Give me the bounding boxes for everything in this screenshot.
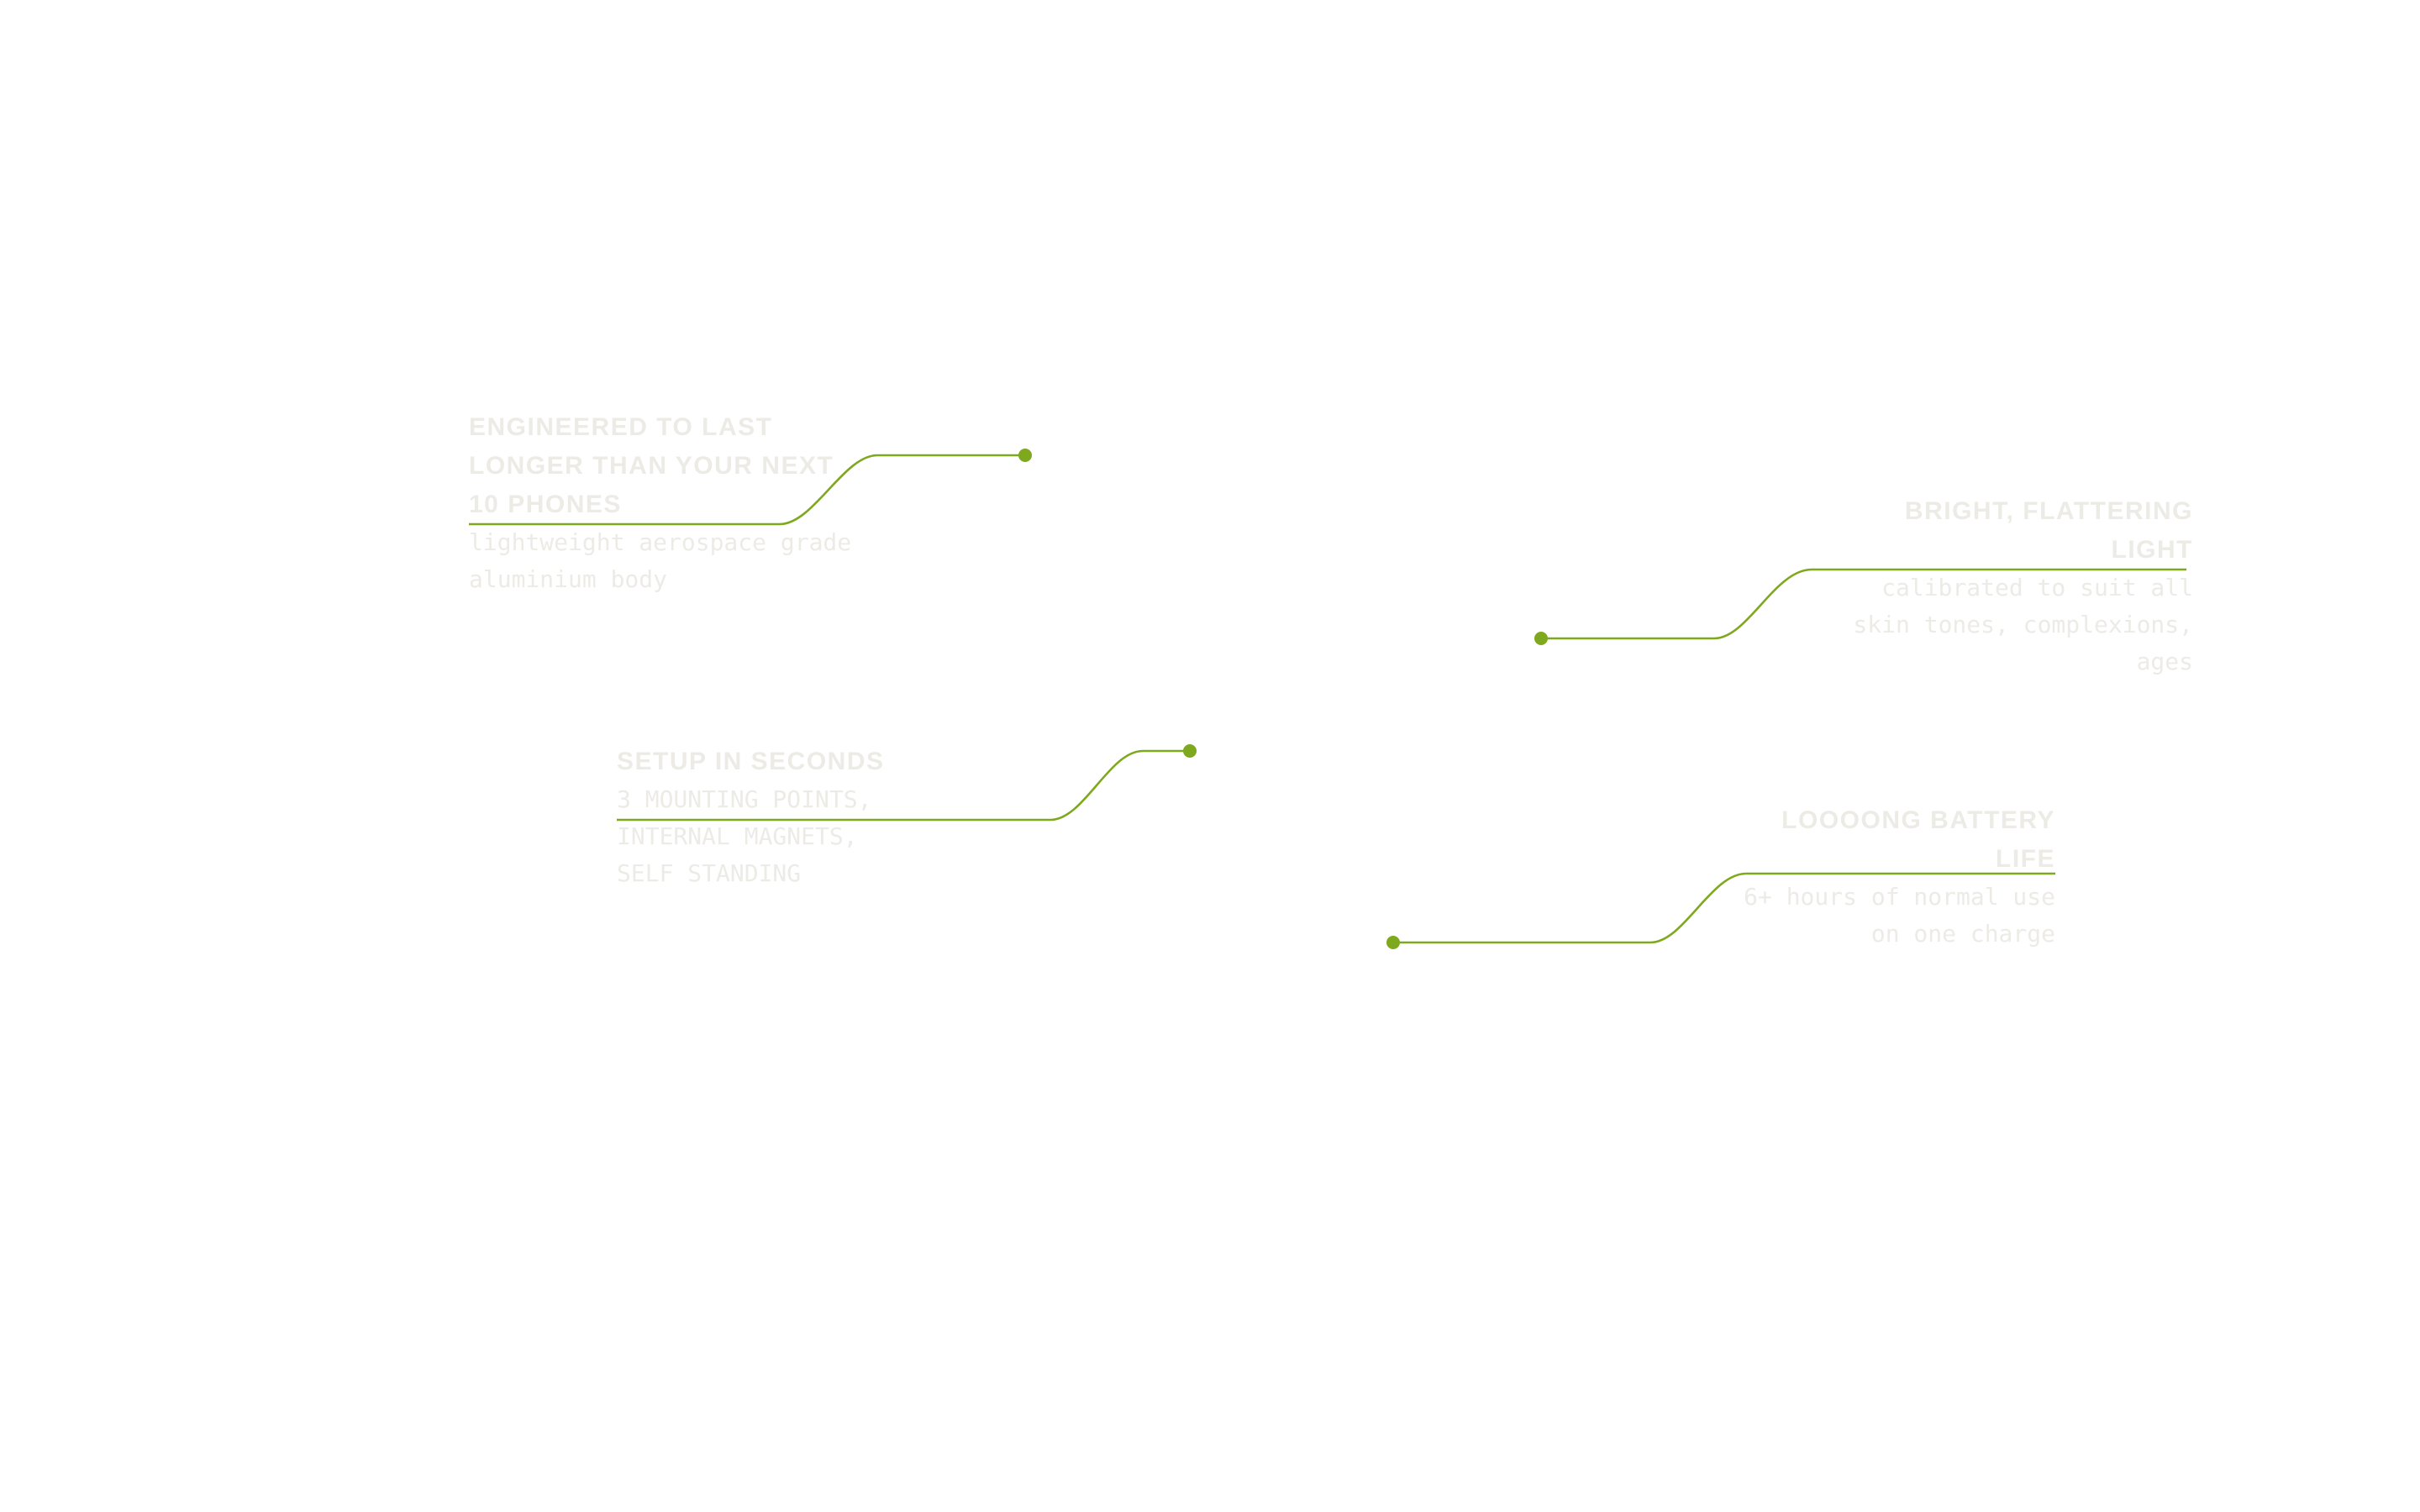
anchor-dot-durability (1018, 449, 1032, 462)
feature-callout-battery: LOOOONG BATTERY LIFE 6+ hours of normal … (1714, 801, 2055, 953)
feature-callout-durability: ENGINEERED TO LAST LONGER THAN YOUR NEXT… (469, 408, 864, 598)
feature-title-setup: SETUP IN SECONDS (617, 748, 885, 775)
feature-title-durability: ENGINEERED TO LAST LONGER THAN YOUR NEXT… (469, 413, 834, 518)
anchor-dot-setup (1183, 744, 1197, 758)
feature-title-light: BRIGHT, FLATTERING LIGHT (1904, 497, 2193, 564)
feature-description-durability: lightweight aerospace grade aluminium bo… (469, 528, 852, 593)
anchor-dot-battery (1386, 936, 1400, 949)
feature-title-battery: LOOOONG BATTERY LIFE (1781, 806, 2055, 873)
feature-callout-light: BRIGHT, FLATTERING LIGHT calibrated to s… (1815, 492, 2193, 680)
feature-description-setup: 3 MOUNTING POINTS, INTERNAL MAGNETS, SEL… (617, 785, 872, 887)
feature-callout-setup: SETUP IN SECONDS 3 MOUNTING POINTS, INTE… (617, 743, 902, 892)
feature-description-battery: 6+ hours of normal use on one charge (1744, 883, 2055, 948)
feature-description-light: calibrated to suit all skin tones, compl… (1853, 574, 2193, 675)
anchor-dot-light (1534, 632, 1548, 645)
